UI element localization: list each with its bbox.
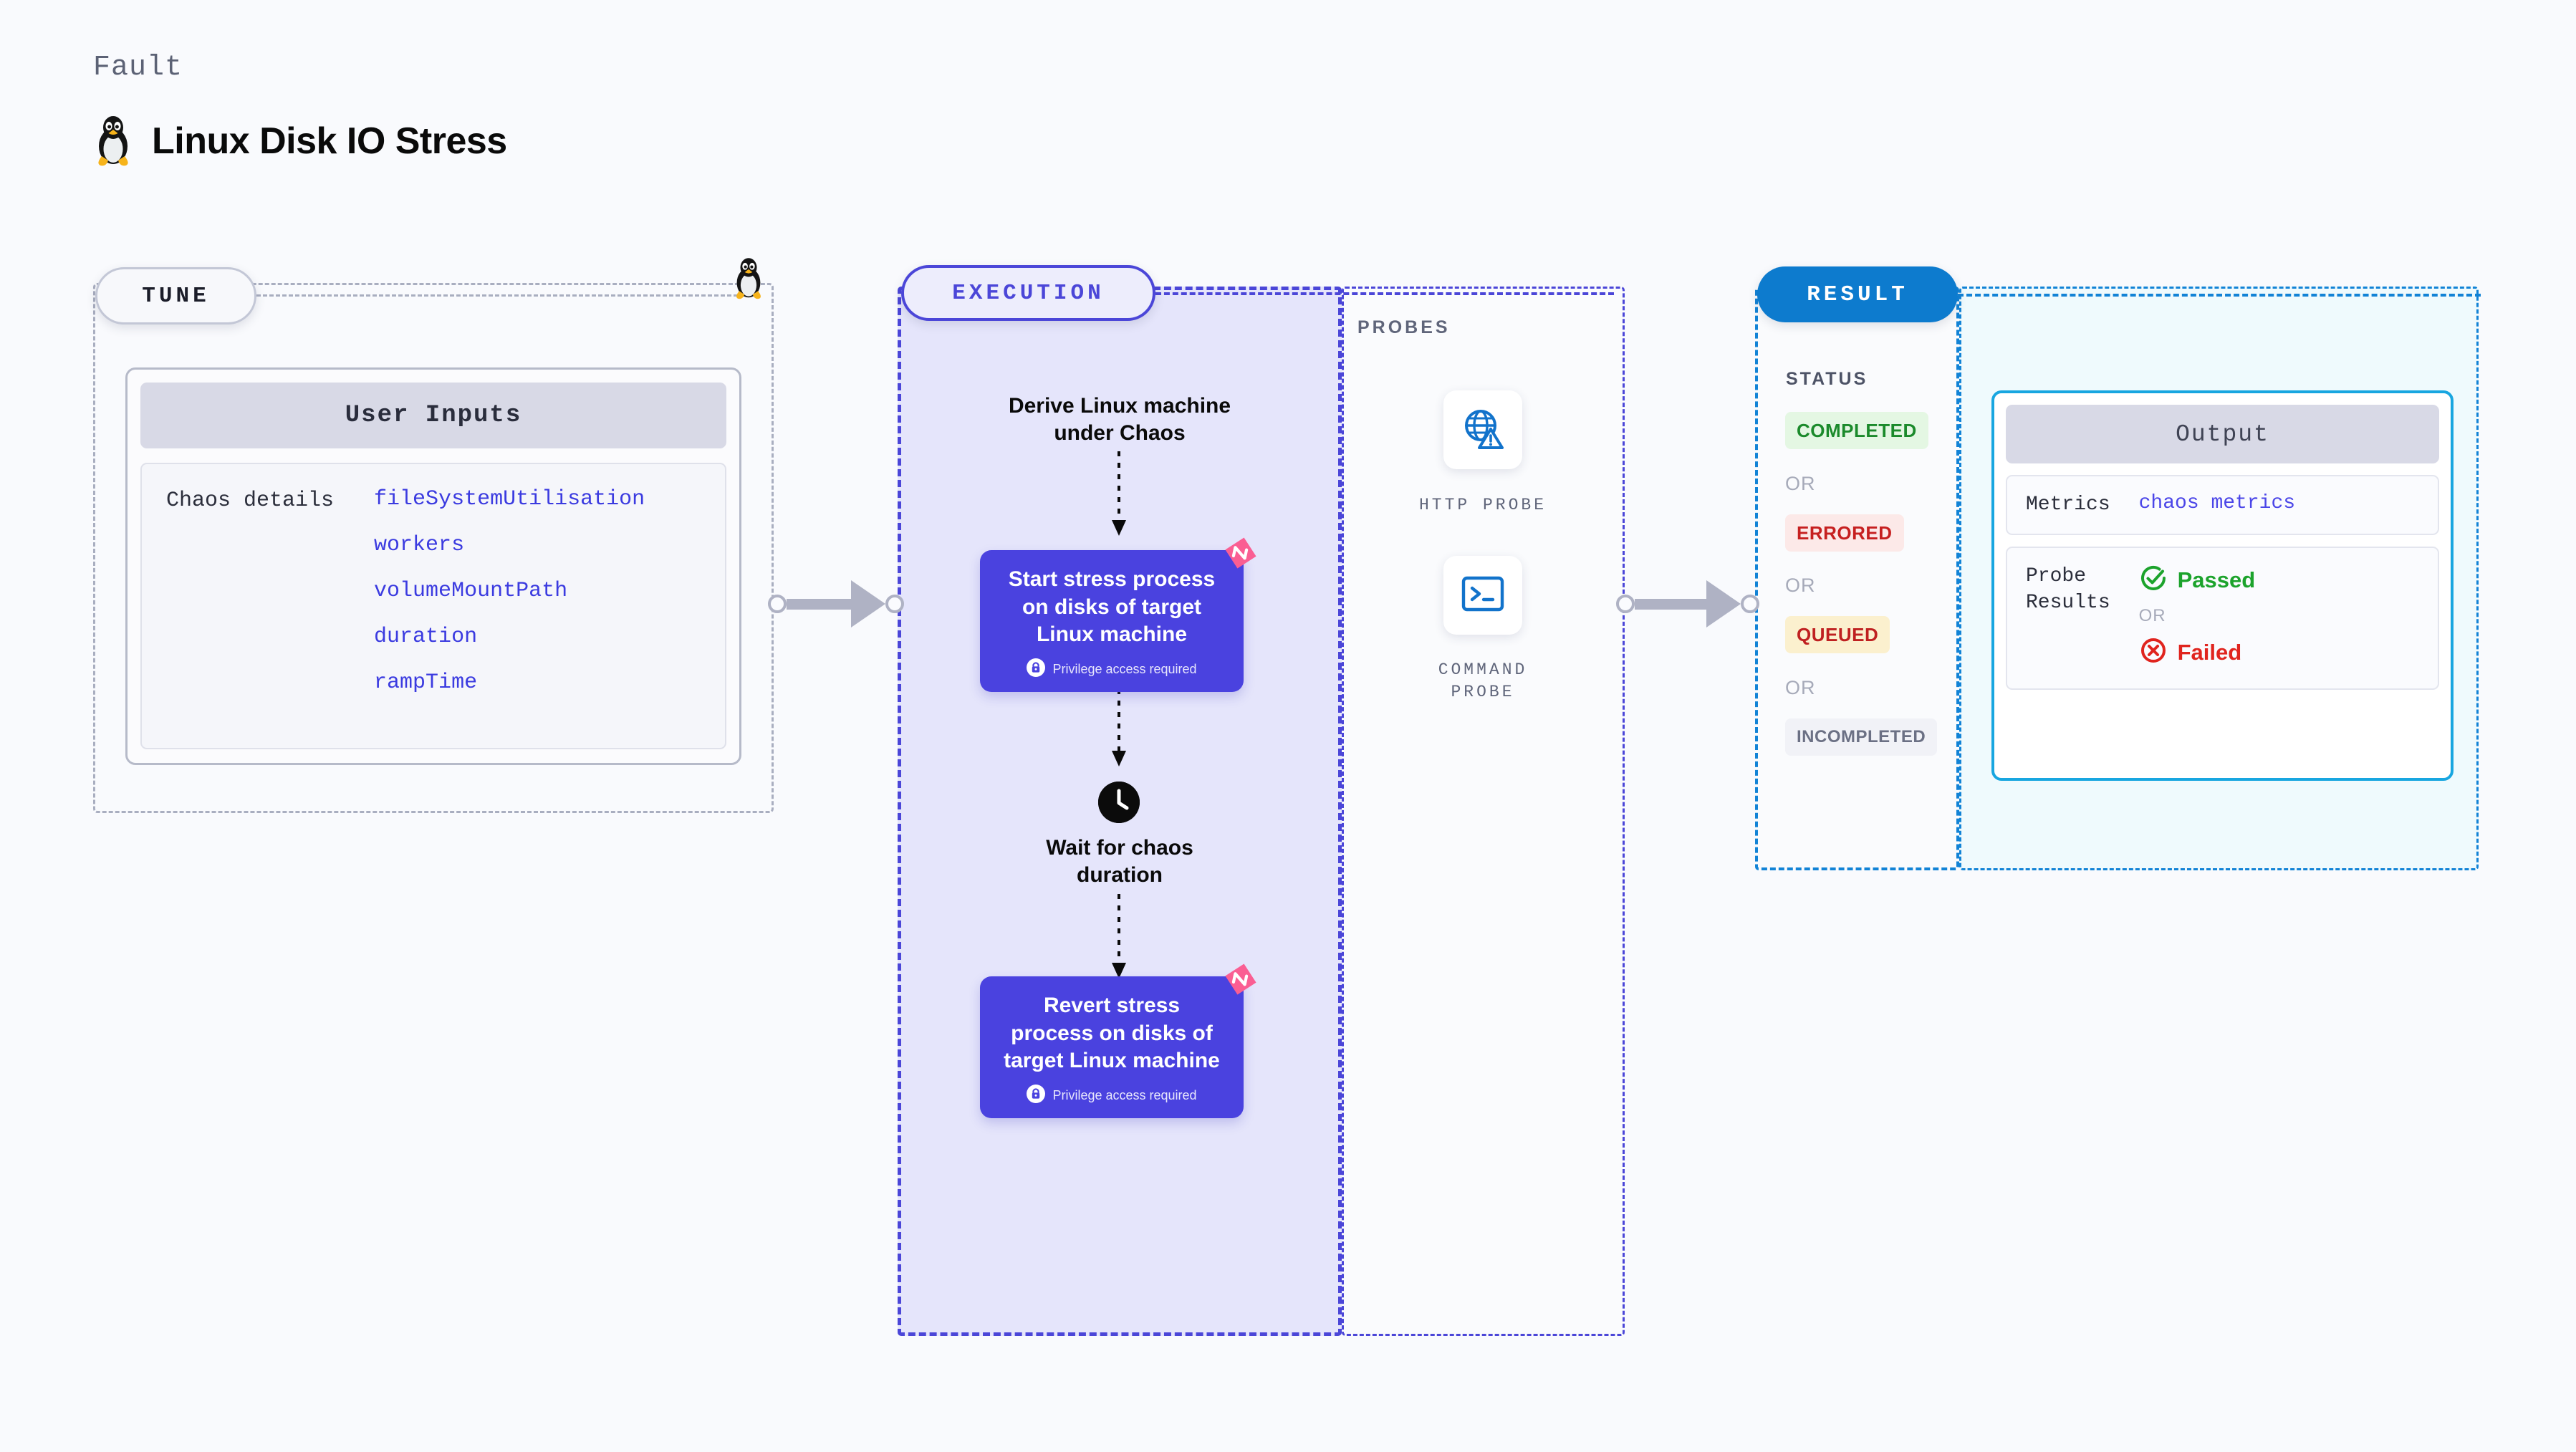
page-eyebrow: Fault	[93, 52, 183, 84]
user-inputs-body: Chaos details fileSystemUtilisation work…	[140, 463, 726, 749]
litmus-logo-icon	[1222, 534, 1259, 575]
chaos-details-label: Chaos details	[166, 489, 335, 513]
metrics-value[interactable]: chaos metrics	[2138, 492, 2296, 514]
page-title: Linux Disk IO Stress	[152, 120, 507, 162]
probe-result-failed: Failed	[2139, 636, 2256, 668]
input-param[interactable]: rampTime	[374, 670, 478, 695]
execution-top-dashed-line	[1155, 292, 1614, 295]
status-or-1: OR	[1785, 473, 1816, 494]
status-badge-completed: COMPLETED	[1785, 412, 1928, 449]
connector-dot-end	[1741, 595, 1759, 613]
metrics-key: Metrics	[2026, 494, 2110, 516]
probe-results-values: Passed OR Failed	[2138, 564, 2256, 668]
connector-line	[1635, 598, 1708, 610]
connector-dot-end	[885, 595, 904, 613]
flow-arrow-down	[1112, 689, 1126, 766]
flow-arrow-down	[1112, 451, 1126, 536]
clock-icon	[1098, 782, 1140, 823]
connector-tune-to-execution	[768, 580, 904, 628]
output-probe-results-row: Probe Results Passed OR	[2006, 547, 2439, 691]
result-badge[interactable]: RESULT	[1757, 266, 1958, 322]
page-title-row: Linux Disk IO Stress	[93, 115, 507, 168]
result-status-panel	[1755, 287, 1959, 870]
passed-label: Passed	[2177, 567, 2256, 592]
probes-label: PROBES	[1357, 317, 1451, 337]
execution-badge[interactable]: EXECUTION	[901, 265, 1155, 321]
probe-result-or: OR	[2138, 606, 2166, 626]
tune-panel	[93, 283, 774, 813]
probe-result-passed: Passed	[2139, 564, 2256, 596]
execution-card-revert-stress[interactable]: Revert stress process on disks of target…	[980, 963, 1256, 1119]
user-inputs-title: User Inputs	[140, 383, 726, 448]
linux-tux-icon-corner	[732, 256, 765, 304]
x-circle-icon	[2139, 636, 2168, 668]
privilege-note: Privilege access required	[994, 1085, 1229, 1107]
execution-step-derive: Derive Linux machine under Chaos	[1008, 394, 1231, 446]
litmus-logo-icon	[1222, 961, 1259, 1001]
lock-icon	[1027, 1085, 1046, 1107]
globe-warning-icon	[1461, 406, 1505, 454]
output-title: Output	[2006, 405, 2439, 463]
privilege-note-label: Privilege access required	[1052, 1088, 1197, 1103]
http-probe-tile[interactable]	[1443, 390, 1522, 469]
probe-results-key: Probe Results	[2026, 565, 2110, 614]
input-param[interactable]: workers	[374, 533, 465, 557]
connector-dot-start	[1616, 595, 1635, 613]
execution-card-start-stress[interactable]: Start stress process on disks of target …	[980, 537, 1256, 693]
status-badge-incompleted: INCOMPLETED	[1785, 718, 1938, 756]
output-card: Output Metrics chaos metrics Probe Resul…	[1991, 390, 2454, 781]
status-or-3: OR	[1785, 677, 1816, 698]
check-circle-icon	[2139, 564, 2168, 596]
connector-execution-to-result	[1616, 580, 1759, 628]
status-badge-queued: QUEUED	[1785, 616, 1890, 653]
user-inputs-card: User Inputs Chaos details fileSystemUtil…	[125, 367, 741, 765]
card-title: Revert stress process on disks of target…	[1004, 994, 1220, 1073]
tune-badge[interactable]: TUNE	[95, 267, 256, 324]
command-probe-tile[interactable]	[1443, 556, 1522, 635]
linux-tux-icon	[93, 115, 133, 168]
connector-arrowhead	[1706, 580, 1741, 628]
status-or-2: OR	[1785, 574, 1816, 596]
terminal-icon	[1461, 575, 1505, 616]
tune-top-dashed-line	[256, 294, 751, 297]
http-probe-caption: HTTP PROBE	[1418, 496, 1547, 514]
result-top-dashed-line	[1958, 294, 2481, 297]
status-label: STATUS	[1786, 369, 1868, 389]
lock-icon	[1027, 658, 1046, 681]
flow-arrow-down	[1112, 894, 1126, 979]
input-param[interactable]: volumeMountPath	[374, 579, 568, 603]
command-probe-caption: COMMAND PROBE	[1438, 660, 1528, 702]
connector-arrowhead	[851, 580, 885, 628]
status-badge-errored: ERRORED	[1785, 514, 1904, 552]
execution-step-wait: Wait for chaos duration	[1046, 836, 1193, 888]
input-param[interactable]: fileSystemUtilisation	[374, 487, 645, 511]
connector-line	[787, 598, 852, 610]
connector-dot-start	[768, 595, 787, 613]
output-metrics-row: Metrics chaos metrics	[2006, 475, 2439, 536]
chaos-details-values: fileSystemUtilisation workers volumeMoun…	[374, 487, 645, 748]
failed-label: Failed	[2177, 639, 2242, 665]
card-title: Start stress process on disks of target …	[1008, 567, 1216, 647]
privilege-note-label: Privilege access required	[1052, 662, 1197, 677]
input-param[interactable]: duration	[374, 625, 478, 649]
privilege-note: Privilege access required	[994, 658, 1229, 681]
